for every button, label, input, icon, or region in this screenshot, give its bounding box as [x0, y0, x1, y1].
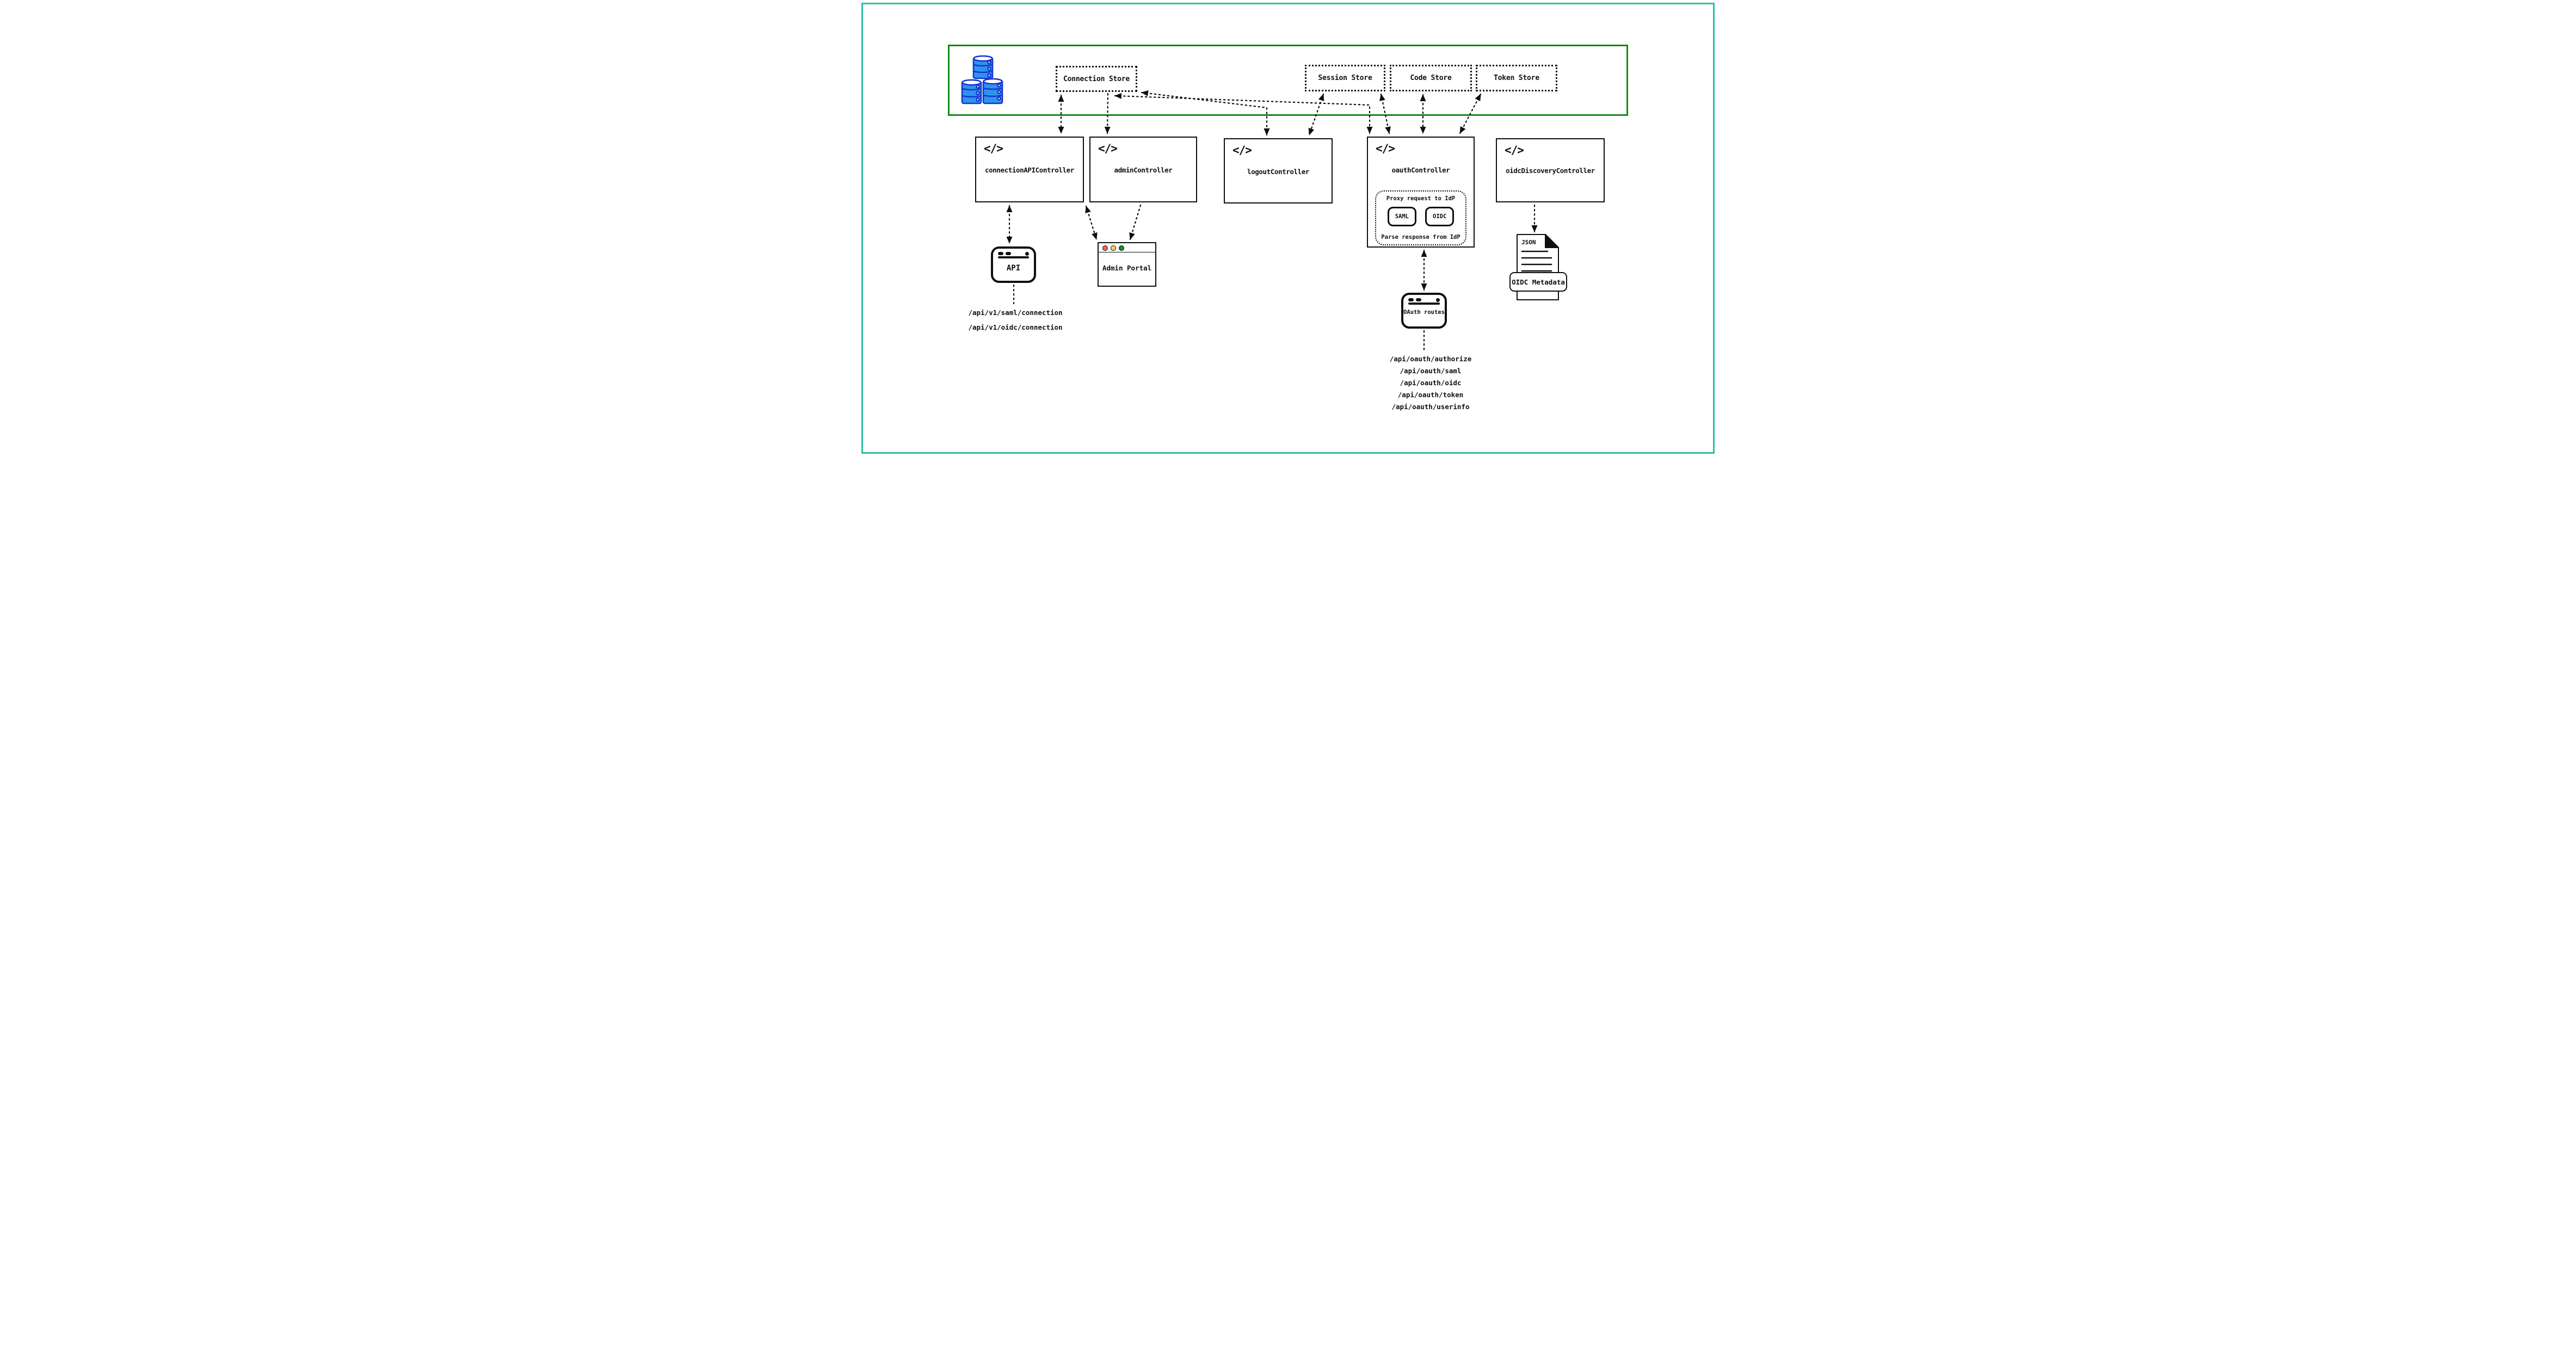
minimize-circle-icon	[1111, 245, 1116, 251]
connection-store-label: Connection Store	[1063, 75, 1130, 83]
oauth-controller-label: oauthController	[1391, 166, 1450, 174]
route-path: /api/oauth/userinfo	[1391, 403, 1470, 411]
database-icon	[961, 55, 1003, 104]
idp-protocols: SAML OIDC	[1376, 207, 1465, 226]
oidc-discovery-controller-label: oidcDiscoveryController	[1506, 166, 1595, 175]
connection-api-controller-label: connectionAPIController	[985, 166, 1074, 174]
oauth-routes-label: OAuth routes	[1403, 309, 1445, 316]
code-store-label: Code Store	[1410, 74, 1452, 82]
connection-store-box: Connection Store	[1056, 66, 1137, 92]
code-icon: </>	[1232, 144, 1252, 157]
admin-controller-box: </> adminController	[1089, 137, 1197, 202]
api-window-label: API	[1006, 264, 1021, 273]
proxy-request-label: Proxy request to IdP	[1386, 195, 1456, 202]
window-button-icon	[1006, 252, 1011, 255]
connection-api-controller-box: </> connectionAPIController	[975, 137, 1084, 202]
token-store-label: Token Store	[1494, 74, 1539, 82]
route-path: /api/v1/oidc/connection	[968, 323, 1063, 331]
oidc-metadata-label: OIDC Metadata	[1512, 277, 1565, 286]
window-button-icon	[1416, 298, 1421, 301]
oauth-controller-box: </> oauthController Proxy request to IdP…	[1367, 137, 1475, 248]
admin-controller-label: adminController	[1114, 166, 1173, 174]
session-store-box: Session Store	[1305, 65, 1385, 91]
maximize-circle-icon	[1119, 245, 1124, 251]
json-type-label: JSON	[1521, 239, 1536, 246]
idp-proxy-box: Proxy request to IdP SAML OIDC Parse res…	[1375, 190, 1466, 245]
architecture-diagram: Connection Store Session Store Code Stor…	[859, 0, 1717, 456]
close-circle-icon	[1102, 245, 1108, 251]
code-icon: </>	[1505, 144, 1524, 157]
token-store-box: Token Store	[1476, 65, 1557, 91]
json-document-icon: JSON	[1517, 234, 1559, 300]
window-dot-icon	[1025, 252, 1029, 256]
logout-controller-box: </> logoutController	[1224, 138, 1333, 203]
logout-controller-label: logoutController	[1247, 168, 1309, 176]
window-dot-icon	[1436, 298, 1440, 302]
window-titlebar	[1408, 298, 1440, 303]
api-window: API	[991, 246, 1036, 283]
code-icon: </>	[1098, 142, 1118, 155]
browser-titlebar	[1099, 243, 1155, 252]
window-divider	[998, 256, 1029, 258]
parse-response-label: Parse response from IdP	[1381, 234, 1460, 240]
code-store-box: Code Store	[1390, 65, 1472, 91]
code-icon: </>	[1376, 142, 1395, 155]
oauth-route-paths: /api/oauth/authorize /api/oauth/saml /ap…	[1377, 353, 1484, 413]
window-divider	[1408, 303, 1440, 305]
route-path: /api/oauth/token	[1397, 391, 1464, 399]
admin-portal-label: Admin Portal	[1102, 264, 1152, 272]
connection-api-paths: /api/v1/saml/connection /api/v1/oidc/con…	[962, 305, 1069, 335]
oauth-routes-window: OAuth routes	[1401, 293, 1447, 329]
saml-box: SAML	[1387, 207, 1416, 226]
route-path: /api/oauth/authorize	[1389, 355, 1472, 363]
window-titlebar	[998, 252, 1029, 257]
code-icon: </>	[984, 142, 1003, 155]
route-path: /api/oauth/oidc	[1400, 379, 1462, 387]
route-path: /api/oauth/saml	[1400, 367, 1462, 375]
oidc-box: OIDC	[1425, 207, 1455, 226]
session-store-label: Session Store	[1318, 74, 1372, 82]
admin-portal-window: Admin Portal	[1098, 242, 1156, 287]
window-button-icon	[998, 252, 1003, 255]
window-button-icon	[1408, 298, 1414, 301]
oidc-metadata-pill: OIDC Metadata	[1509, 272, 1567, 292]
oidc-discovery-controller-box: </> oidcDiscoveryController	[1496, 138, 1605, 202]
route-path: /api/v1/saml/connection	[968, 308, 1063, 317]
